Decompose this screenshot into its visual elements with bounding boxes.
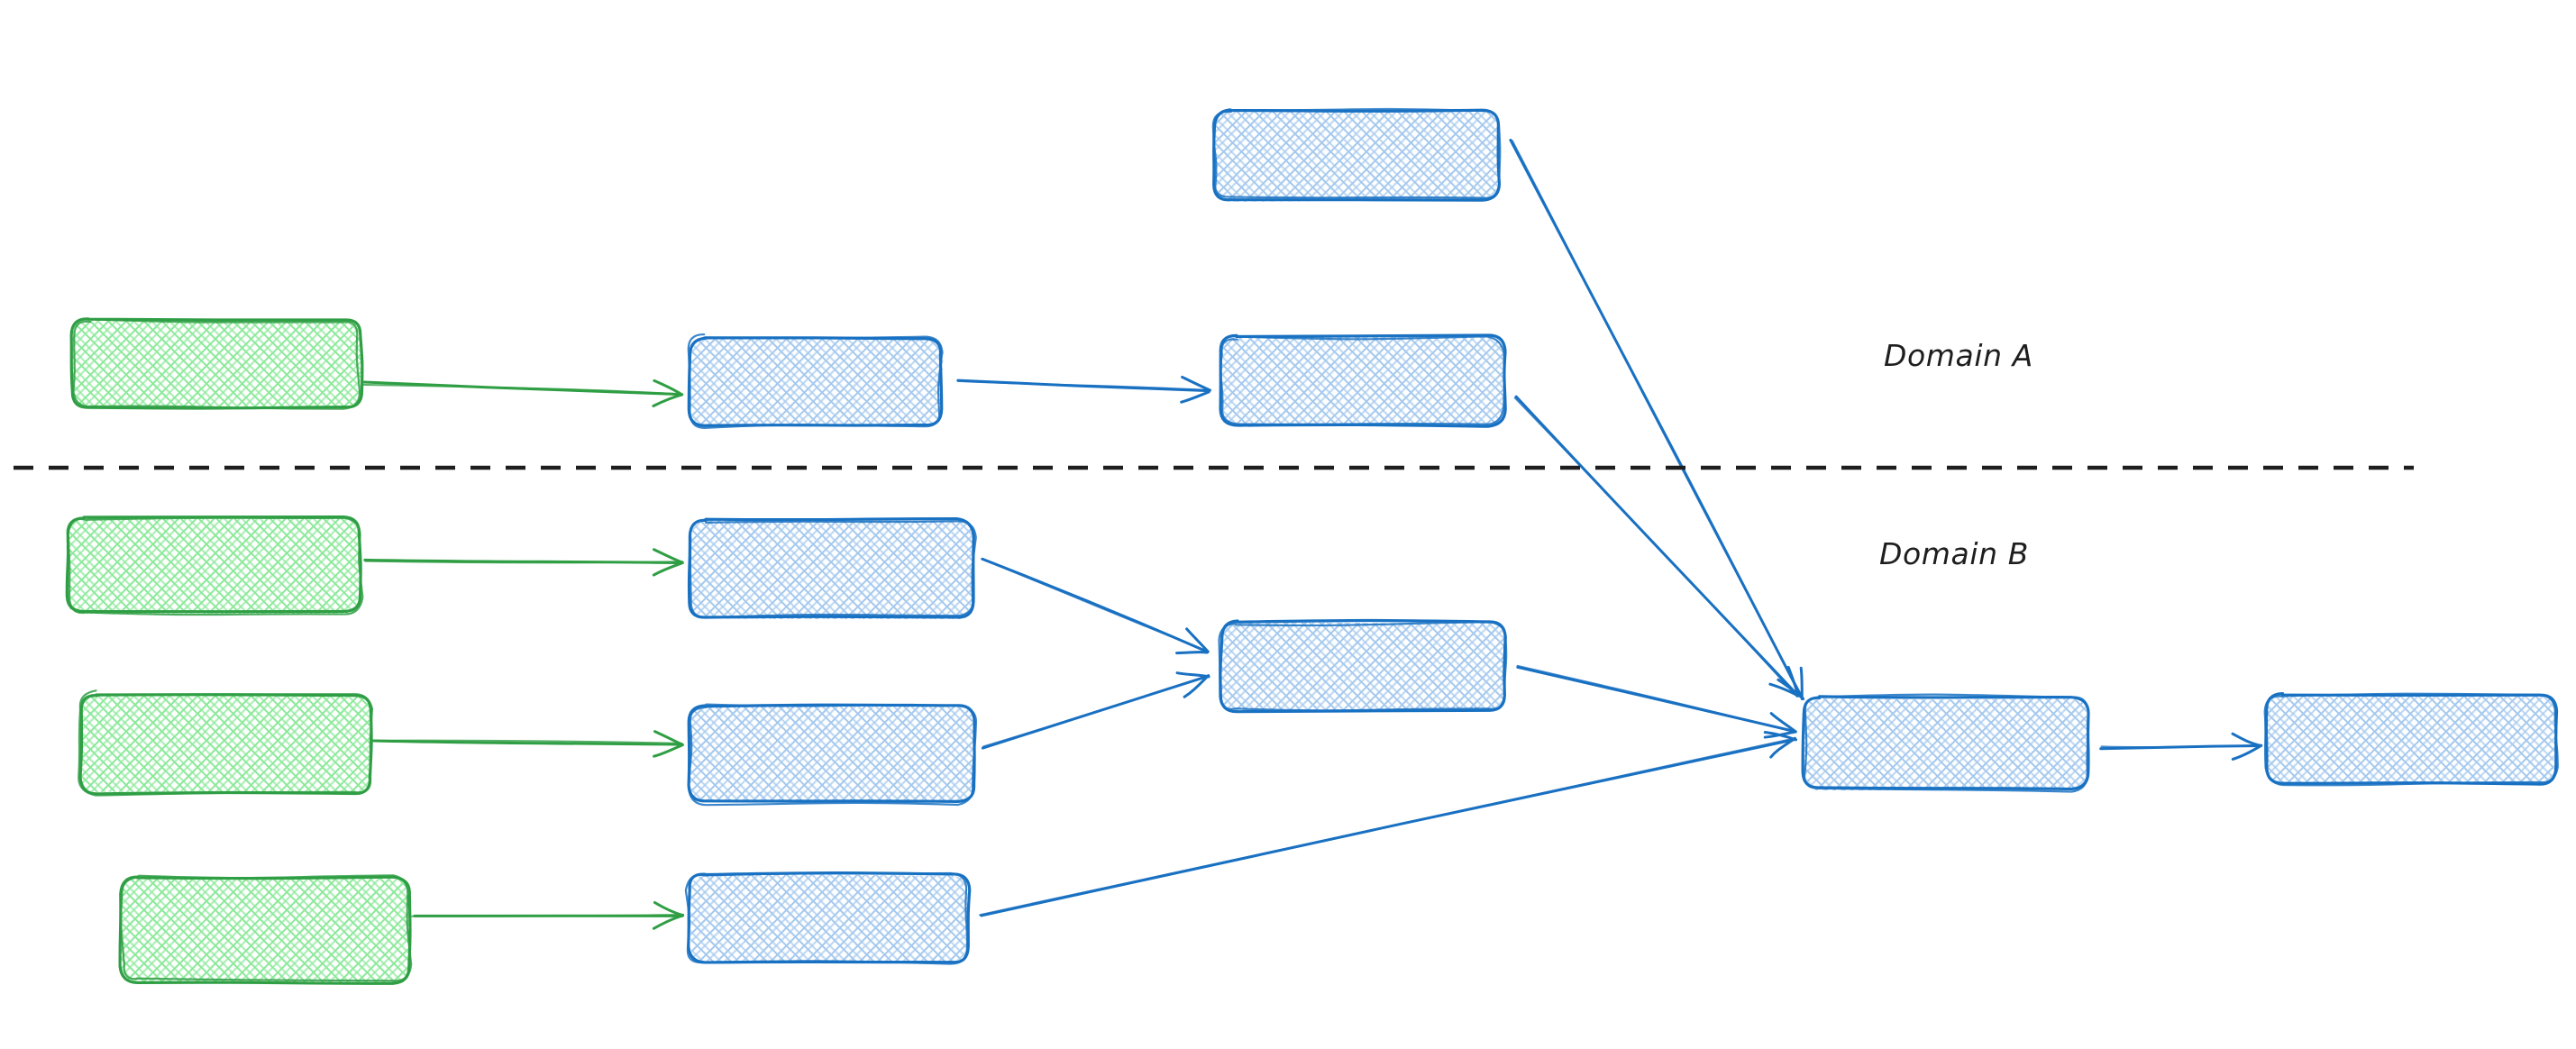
edge-arrowhead bbox=[1786, 665, 1799, 697]
edge-shaft bbox=[411, 913, 685, 917]
edge-arrowhead bbox=[1175, 651, 1209, 655]
edge-arrowhead bbox=[653, 379, 684, 397]
node-b1[interactable] bbox=[687, 333, 944, 429]
node-fill-hatch-b bbox=[1802, 698, 2087, 790]
edge-arrowhead bbox=[2231, 743, 2263, 761]
node-outline bbox=[687, 703, 978, 807]
node-outline bbox=[1218, 620, 1508, 712]
node-b3[interactable] bbox=[687, 703, 978, 807]
edge-arrowhead bbox=[652, 393, 684, 407]
edge-shaft bbox=[1516, 664, 1797, 734]
edge-b6-to-b8 bbox=[1513, 395, 1800, 698]
node-fill-hatch-b bbox=[689, 336, 944, 426]
edge-g1-to-b1 bbox=[361, 379, 684, 407]
node-outline bbox=[65, 515, 362, 614]
edge-g4-to-b4 bbox=[411, 901, 685, 930]
node-outline bbox=[1219, 335, 1506, 425]
edge-b1-to-b6 bbox=[956, 375, 1211, 404]
node-b6[interactable] bbox=[1219, 333, 1507, 428]
edge-arrowhead bbox=[653, 743, 684, 758]
edge-arrowhead bbox=[1185, 627, 1210, 652]
nodes-layer bbox=[65, 107, 2559, 985]
domain-b-label: Domain B bbox=[1879, 536, 2029, 571]
edge-b2-to-b7 bbox=[981, 557, 1210, 655]
node-outline bbox=[684, 871, 969, 965]
edge-b8-to-b9 bbox=[2099, 732, 2263, 761]
edge-arrowhead bbox=[1763, 731, 1798, 742]
edge-shaft bbox=[979, 737, 1795, 917]
edge-shaft bbox=[1513, 397, 1798, 698]
node-outline bbox=[687, 517, 975, 619]
edge-arrowhead bbox=[653, 730, 684, 746]
node-outline bbox=[78, 689, 374, 797]
edge-b7-to-b8 bbox=[1516, 664, 1797, 739]
edge-shaft bbox=[372, 739, 684, 746]
edge-shaft bbox=[1511, 140, 1804, 700]
edge-arrowhead bbox=[2231, 732, 2261, 747]
node-b9[interactable] bbox=[2263, 692, 2559, 787]
edge-arrowhead bbox=[1180, 390, 1210, 404]
edge-arrowhead bbox=[653, 548, 684, 564]
node-fill-hatch-b bbox=[1219, 621, 1506, 711]
node-outline bbox=[2263, 692, 2559, 787]
node-outline bbox=[78, 693, 373, 796]
edge-shaft bbox=[370, 739, 683, 744]
node-outline bbox=[1219, 333, 1507, 428]
edge-arrowhead bbox=[652, 914, 685, 930]
edge-shaft bbox=[956, 379, 1211, 391]
edges-layer bbox=[361, 138, 2263, 930]
edge-shaft bbox=[364, 560, 684, 564]
node-outline bbox=[118, 875, 412, 985]
node-g2[interactable] bbox=[65, 515, 364, 616]
edge-arrowhead bbox=[652, 561, 683, 577]
edge-arrowhead bbox=[1799, 666, 1804, 700]
edge-arrowhead bbox=[1769, 712, 1797, 734]
node-outline bbox=[689, 518, 977, 619]
domain-a-label: Domain A bbox=[1884, 338, 2033, 373]
node-b5[interactable] bbox=[1211, 107, 1502, 202]
node-fill-hatch-b bbox=[689, 519, 975, 619]
node-b8[interactable] bbox=[1801, 693, 2090, 793]
node-b2[interactable] bbox=[687, 517, 977, 619]
node-outline bbox=[120, 874, 413, 982]
node-fill-hatch-b bbox=[690, 874, 970, 964]
node-g3[interactable] bbox=[78, 689, 374, 797]
edge-shaft bbox=[982, 674, 1210, 748]
edge-g3-to-b3 bbox=[370, 730, 684, 758]
node-fill-hatch-b bbox=[79, 694, 370, 793]
edge-b4-to-b8 bbox=[979, 731, 1798, 917]
edge-shaft bbox=[980, 737, 1797, 917]
edge-g2-to-b2 bbox=[363, 548, 684, 577]
node-outline bbox=[69, 317, 364, 410]
edge-arrowhead bbox=[1181, 375, 1211, 392]
node-b4[interactable] bbox=[684, 871, 972, 965]
edge-b5-to-b8 bbox=[1509, 138, 1805, 701]
node-g1[interactable] bbox=[69, 317, 364, 410]
edge-arrowhead bbox=[1175, 671, 1210, 679]
node-fill-hatch-b bbox=[1220, 335, 1504, 427]
edge-arrowhead bbox=[653, 901, 684, 917]
node-outline bbox=[72, 318, 361, 410]
node-fill-hatch-b bbox=[2265, 693, 2556, 784]
node-b7[interactable] bbox=[1218, 618, 1508, 714]
node-g4[interactable] bbox=[118, 874, 413, 985]
node-fill-hatch-b bbox=[70, 319, 361, 408]
node-fill-hatch-b bbox=[1213, 109, 1501, 202]
edge-shaft bbox=[2100, 744, 2261, 749]
node-outline bbox=[1211, 107, 1502, 199]
edge-b3-to-b7 bbox=[981, 671, 1210, 750]
node-fill-hatch-b bbox=[121, 877, 411, 983]
node-fill-hatch-b bbox=[688, 706, 974, 803]
edge-shaft bbox=[982, 558, 1210, 652]
node-outline bbox=[67, 516, 364, 616]
node-fill-hatch-b bbox=[66, 517, 362, 615]
node-outline bbox=[687, 333, 944, 429]
edge-shaft bbox=[361, 383, 684, 396]
node-outline bbox=[1804, 693, 2090, 793]
